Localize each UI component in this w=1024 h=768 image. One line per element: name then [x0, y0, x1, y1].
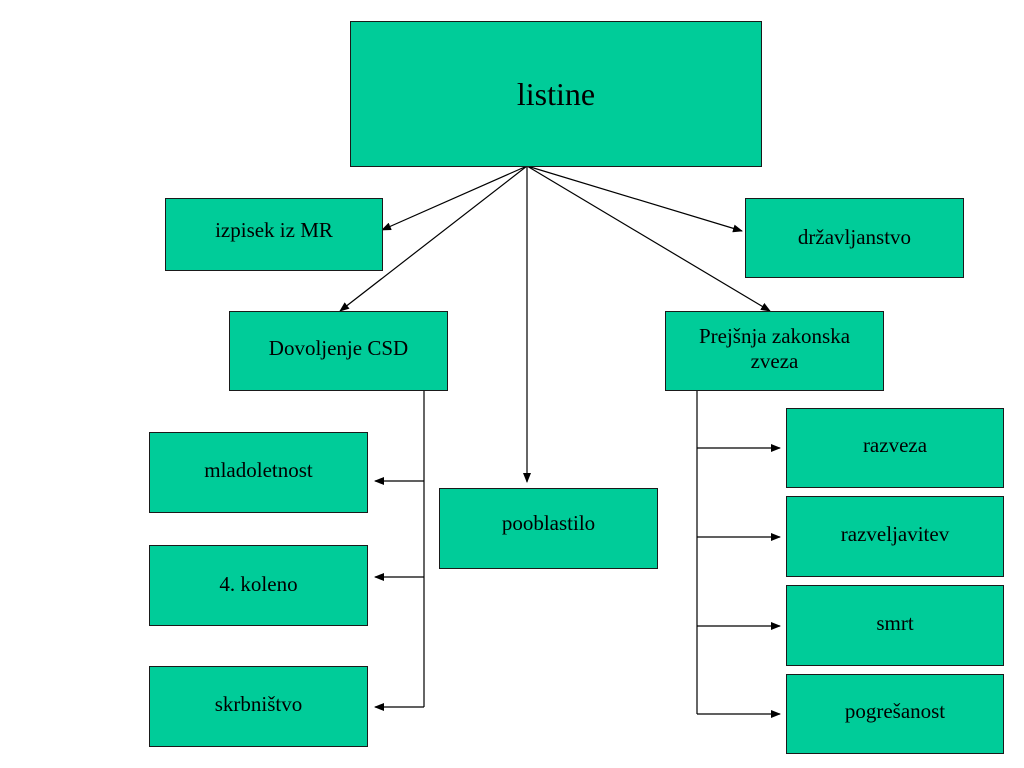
node-pogresanost: pogrešanost	[786, 674, 1004, 754]
node-listine: listine	[350, 21, 762, 167]
node-skrbnistvo: skrbništvo	[149, 666, 368, 747]
node-razveza: razveza	[786, 408, 1004, 488]
node-mladoletnost: mladoletnost	[149, 432, 368, 513]
edge-root-drzavljanstvo	[526, 165, 743, 233]
node-4-koleno: 4. koleno	[149, 545, 368, 626]
node-dovoljenje-csd: Dovoljenje CSD	[229, 311, 448, 391]
node-smrt: smrt	[786, 585, 1004, 666]
edge-root-dovoljenje	[339, 165, 528, 312]
node-drzavljanstvo: državljanstvo	[745, 198, 964, 278]
node-prejsnja-zakonska-zveza: Prejšnja zakonska zveza	[665, 311, 884, 391]
edge-root-izpisek	[381, 165, 528, 231]
edge-root-prejsnja	[526, 165, 771, 312]
node-izpisek-iz-mr: izpisek iz MR	[165, 198, 383, 271]
node-pooblastilo: pooblastilo	[439, 488, 658, 569]
node-razveljavitev: razveljavitev	[786, 496, 1004, 577]
